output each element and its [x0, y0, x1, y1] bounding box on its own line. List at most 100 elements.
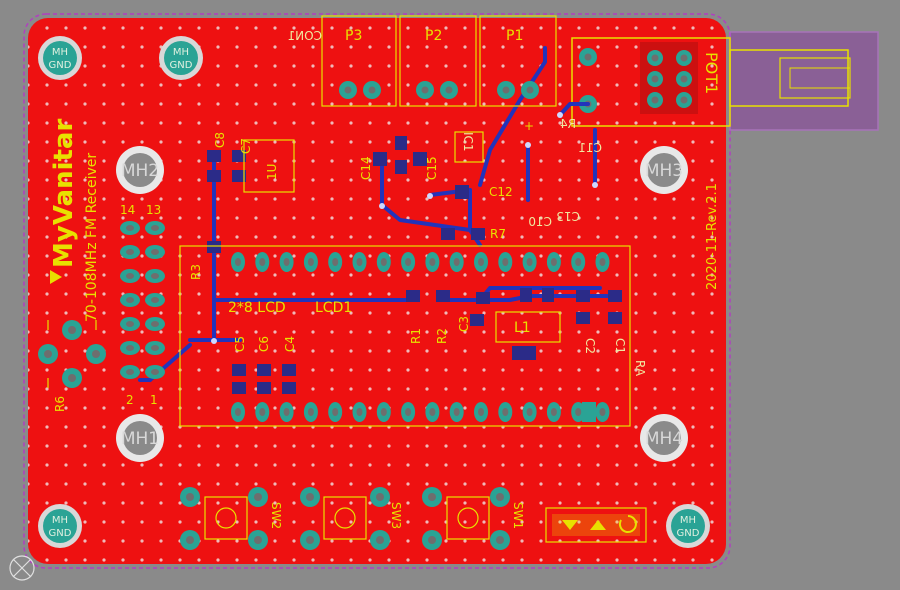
lcd-bottom-pad — [571, 402, 586, 422]
svg-text:MH3: MH3 — [645, 161, 683, 181]
mh-gnd-top-left[interactable]: MH GND — [38, 36, 82, 80]
svg-text:GND: GND — [49, 528, 72, 539]
lcd-ref: LCD1 — [315, 300, 352, 316]
lcd-bottom-pad — [401, 402, 416, 422]
c14-label: C14 — [359, 156, 373, 180]
p3-label: P3 — [345, 28, 362, 44]
header-pad — [120, 245, 140, 259]
refresh-icon — [618, 515, 637, 533]
nav-symbols — [552, 514, 640, 536]
header-pad — [145, 341, 165, 355]
u1-label: 1U — [265, 164, 279, 180]
p1-label: P1 — [506, 28, 523, 44]
header-pad — [120, 365, 140, 379]
board-subtitle: 70-108MHz FM Receiver — [84, 153, 100, 322]
lcd-bottom-pad — [279, 402, 294, 422]
lcd-top-pad — [279, 252, 294, 272]
silk-outlines — [179, 15, 647, 543]
lcd-top-pad — [474, 252, 488, 272]
ra-label: RA — [633, 360, 647, 377]
header-bottom-right: 1 — [150, 393, 158, 407]
plus-label: + — [524, 119, 534, 133]
svg-text:MH2: MH2 — [121, 161, 159, 181]
header-pad — [145, 221, 165, 235]
signal-vias — [211, 112, 598, 344]
header-pad — [145, 293, 165, 307]
c8-label: C8 — [213, 132, 227, 148]
bottom-smd-pads — [207, 136, 622, 394]
brand-arrow-icon — [50, 270, 62, 284]
through-hole-pads — [231, 252, 610, 422]
c10-label: C10 — [528, 215, 552, 229]
lcd-top-pad — [498, 252, 513, 272]
header-pad — [120, 269, 140, 283]
sw3-label: SW3 — [389, 502, 403, 529]
origin-marker-icon — [9, 555, 35, 581]
header-pad — [145, 317, 165, 331]
header-pad — [120, 221, 140, 235]
c7-label: C7 — [239, 138, 253, 154]
lcd-bottom-pad — [376, 402, 391, 422]
header-bottom-left: 2 — [126, 393, 134, 407]
mh1[interactable]: MH1 — [116, 414, 164, 462]
mh4[interactable]: MH4 — [640, 414, 688, 462]
lcd-top-pad — [376, 252, 391, 272]
r6-jack[interactable] — [38, 320, 106, 388]
header-top-right: 13 — [146, 203, 161, 217]
c6-label: C6 — [257, 336, 271, 352]
mh-gnd-bottom-left[interactable]: MH GND — [38, 504, 82, 548]
sw2-label: SW2 — [269, 502, 283, 529]
lcd-bottom-pad — [546, 402, 561, 422]
svg-text:GND: GND — [170, 60, 193, 71]
header-2x7[interactable] — [120, 221, 165, 379]
header-pad — [120, 293, 140, 307]
mh2[interactable]: MH2 — [116, 146, 164, 194]
via-stitching — [28, 18, 726, 564]
svg-text:MH1: MH1 — [121, 429, 159, 449]
lcd-top-pad — [328, 252, 343, 272]
lcd-top-pad — [231, 252, 245, 272]
lcd-pin1-pad — [582, 402, 596, 422]
mh-gnd-bottom-right[interactable]: MH GND — [666, 504, 710, 548]
lcd-top-pad — [546, 252, 561, 272]
r6-label: R6 — [53, 396, 67, 412]
silk-labels: MyVanitar 70-108MHz FM Receiver 2020-11-… — [49, 28, 720, 529]
lcd-top-pad — [425, 252, 440, 272]
svg-text:GND: GND — [49, 60, 72, 71]
c5-label: C5 — [233, 336, 247, 352]
c4-label: C4 — [283, 336, 297, 352]
lcd-bottom-pad — [231, 402, 245, 422]
pot1-footprint[interactable]: POT1 — [571, 31, 879, 131]
mh-gnd-top[interactable]: MH GND — [159, 36, 203, 80]
lcd-bottom-pad — [303, 402, 318, 422]
r1-label: R1 — [409, 328, 423, 344]
r7-label: R7 — [490, 227, 506, 241]
l1-label: L1 — [514, 320, 531, 336]
c2-label: C2 — [583, 338, 597, 354]
lcd-top-pad — [522, 252, 537, 272]
board-outline — [23, 13, 731, 569]
down-arrow-icon — [562, 520, 578, 530]
board-revision: 2020-11-Rev.2.1 — [705, 183, 720, 290]
header-top-left: 14 — [120, 203, 135, 217]
lcd-bottom-pad — [449, 402, 464, 422]
lcd-label: 2*8 LCD — [228, 300, 286, 316]
svg-text:MH: MH — [52, 47, 68, 58]
mh3[interactable]: MH3 — [640, 146, 688, 194]
r3-label: R3 — [189, 264, 203, 280]
c15-label: C15 — [425, 156, 439, 180]
lcd-bottom-pad — [255, 402, 270, 422]
svg-text:GND: GND — [677, 528, 700, 539]
lcd-top-pad — [401, 252, 416, 272]
c13-label: C13 — [556, 209, 580, 223]
switch-pads — [180, 487, 510, 550]
pot1-label: POT1 — [702, 52, 721, 94]
lcd-bottom-pad — [352, 402, 367, 422]
c12-label: C12 — [489, 185, 513, 199]
lcd-bottom-pad — [328, 402, 343, 422]
sw1-label: SW1 — [511, 502, 525, 529]
terminal-pads — [339, 81, 539, 99]
ic1-label: IC1 — [461, 132, 475, 152]
